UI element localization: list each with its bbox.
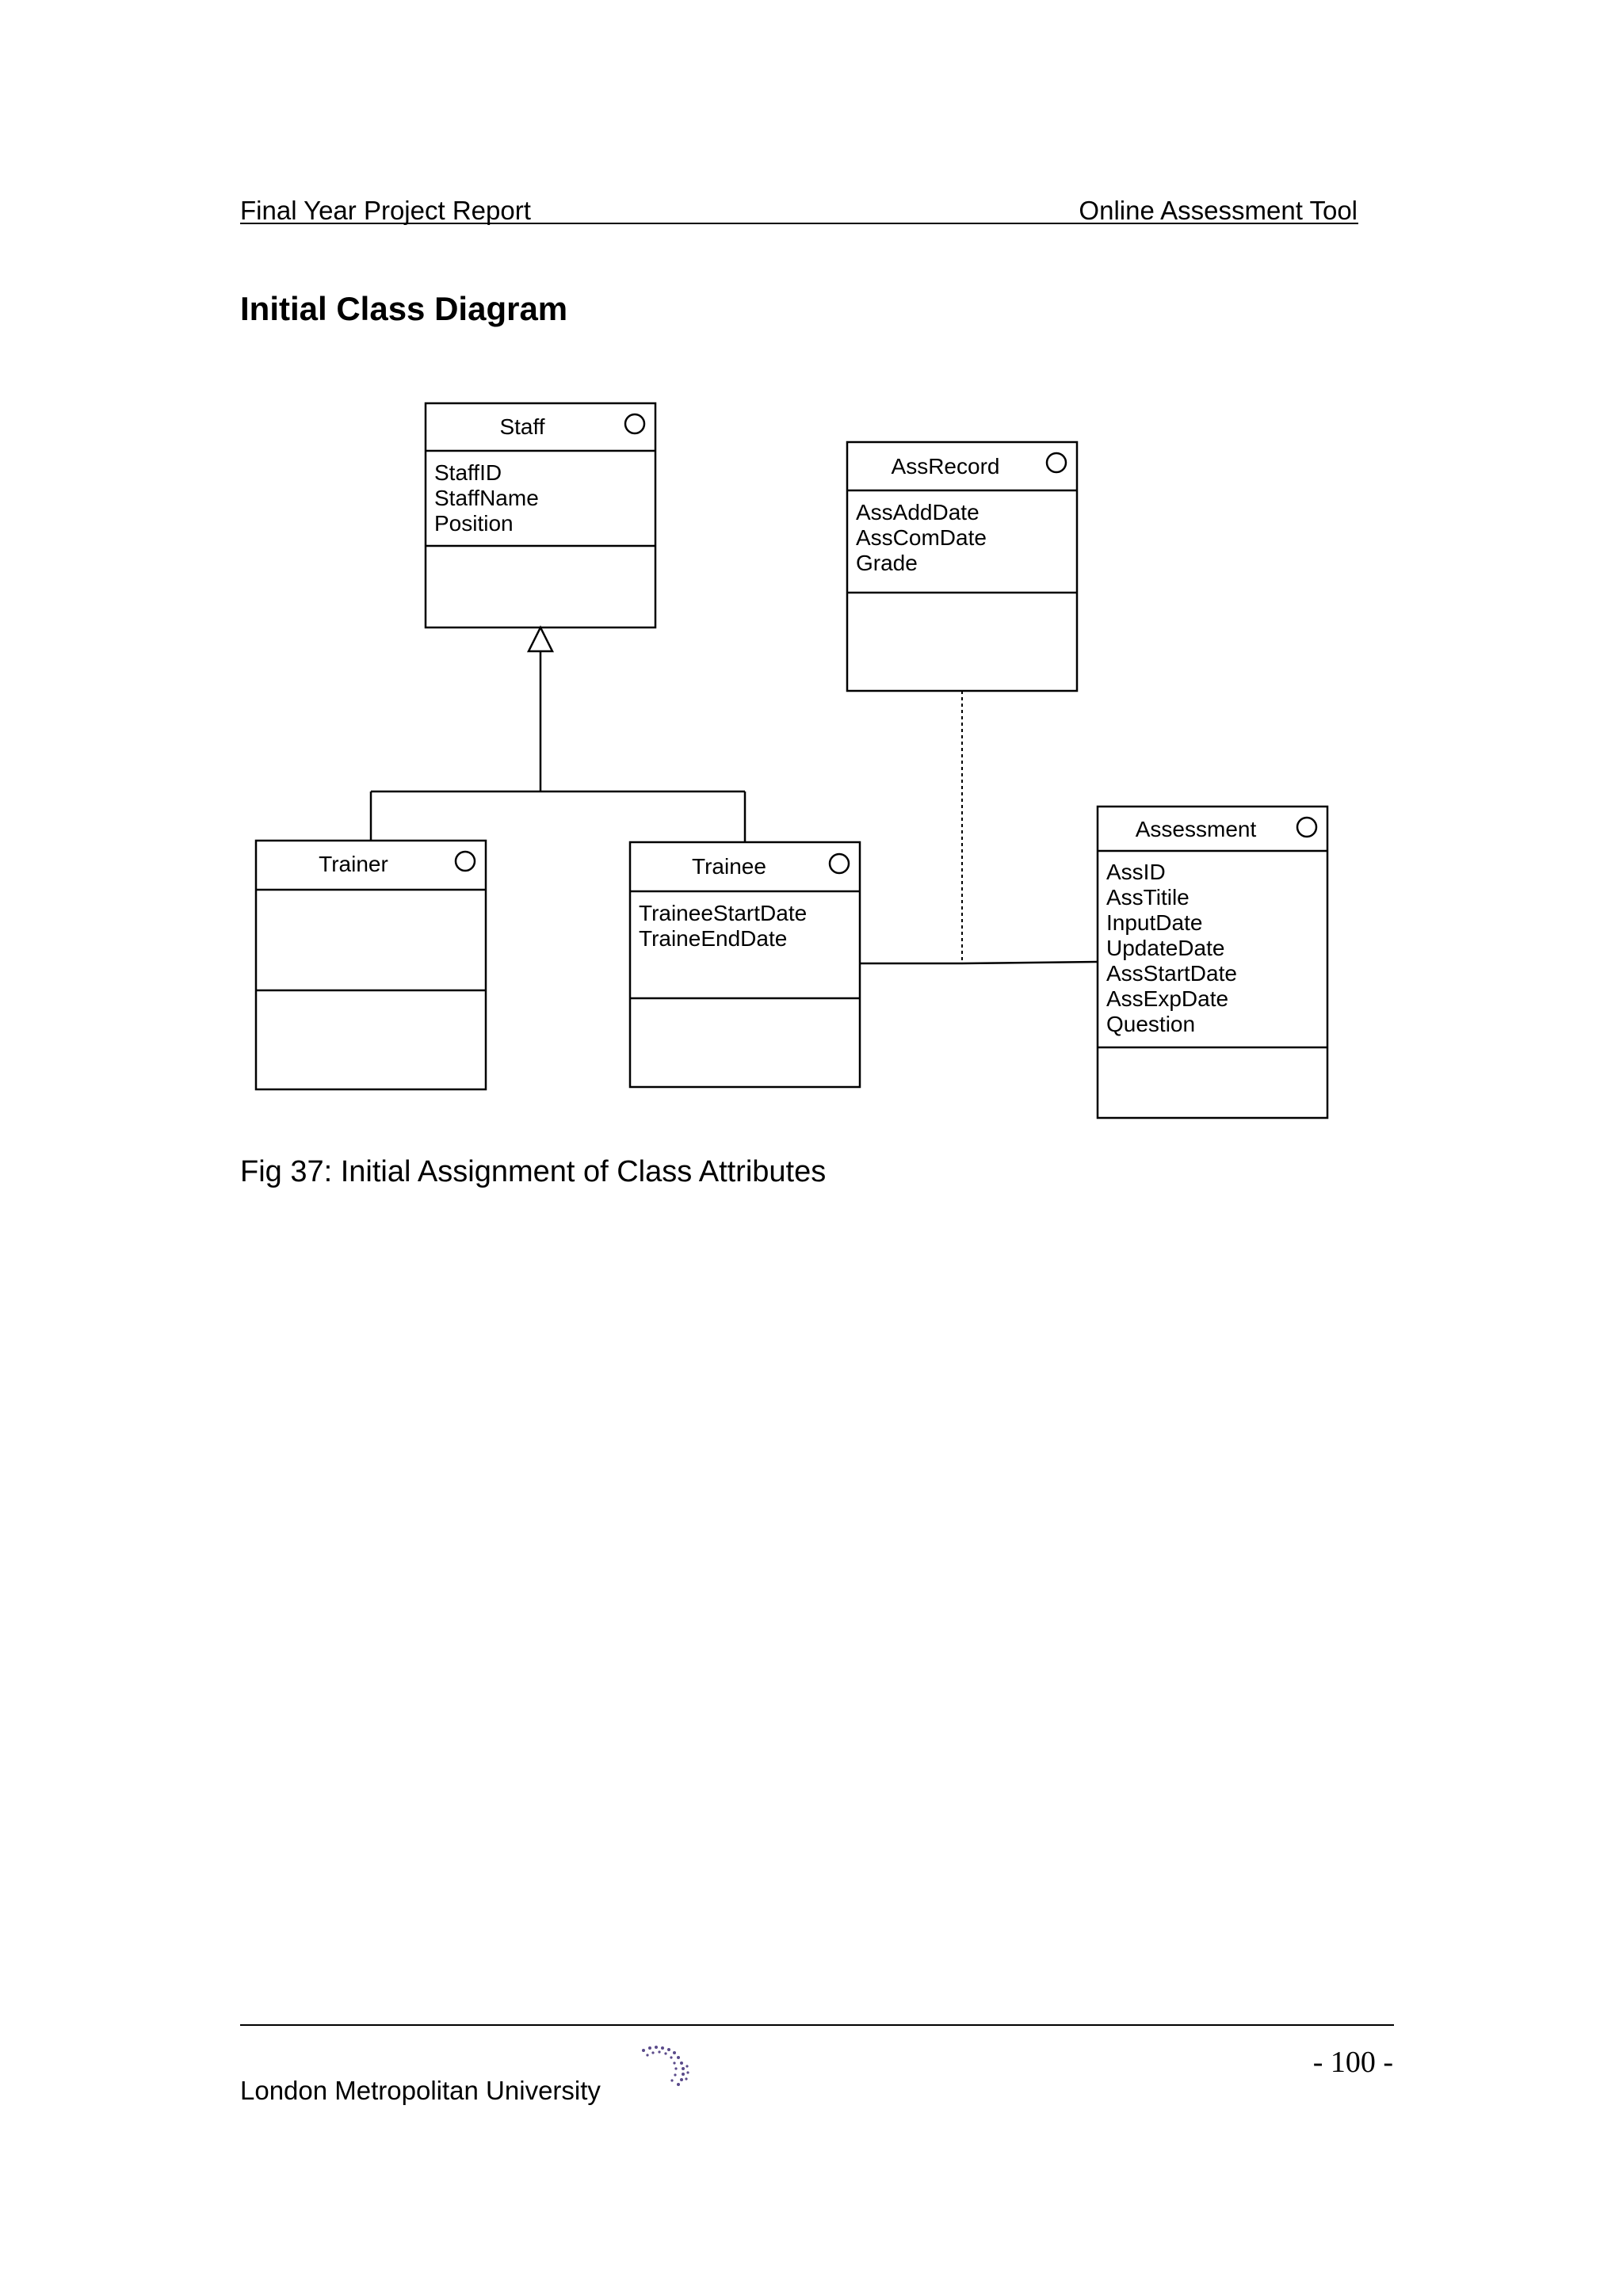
footer-university: London Metropolitan University	[240, 2076, 601, 2105]
attribute: StaffID	[434, 460, 502, 485]
class-trainer	[254, 839, 487, 1091]
class-trainer-name: Trainer	[319, 852, 388, 876]
header-rule	[240, 223, 1358, 224]
class-assrecord-name: AssRecord	[892, 454, 1000, 479]
attribute: Grade	[856, 551, 918, 575]
class-assessment	[1096, 805, 1329, 1119]
london-metropolitan-logo-icon	[642, 2046, 689, 2086]
attribute: Question	[1106, 1012, 1195, 1036]
attribute: Position	[434, 511, 514, 536]
header-right-title: Online Assessment Tool	[1079, 196, 1358, 225]
class-staff-name: Staff	[499, 414, 544, 439]
attribute: AssComDate	[856, 525, 987, 550]
generalization-link	[369, 625, 747, 842]
figure-caption: Fig 37: Initial Assignment of Class Attr…	[240, 1155, 827, 1188]
attribute: AssAddDate	[856, 500, 980, 524]
class-staff-circle-icon	[624, 413, 646, 435]
class-trainee	[628, 841, 861, 1089]
class-trainer-circle-icon	[454, 850, 476, 872]
class-trainee-circle-icon	[828, 852, 850, 875]
attribute: UpdateDate	[1106, 936, 1224, 960]
attribute: TraineEndDate	[639, 926, 787, 951]
attribute: InputDate	[1106, 910, 1202, 935]
class-assessment-circle-icon	[1296, 816, 1318, 838]
attribute: AssTitile	[1106, 885, 1190, 910]
attribute: AssExpDate	[1106, 986, 1228, 1011]
generalization-arrowhead-icon	[526, 625, 555, 653]
attribute: TraineeStartDate	[639, 901, 807, 925]
page-number: - 100 -	[1312, 2046, 1393, 2079]
attribute: AssStartDate	[1106, 961, 1237, 986]
class-assrecord	[846, 441, 1079, 692]
class-assrecord-circle-icon	[1045, 452, 1067, 474]
attribute: StaffName	[434, 486, 539, 510]
class-assessment-name: Assessment	[1136, 817, 1257, 841]
attribute: AssID	[1106, 860, 1166, 884]
class-trainee-name: Trainee	[692, 854, 766, 879]
footer-rule	[240, 2024, 1394, 2026]
header-left-title: Final Year Project Report	[240, 196, 531, 225]
association-link	[860, 960, 1098, 965]
section-title: Initial Class Diagram	[240, 290, 568, 327]
